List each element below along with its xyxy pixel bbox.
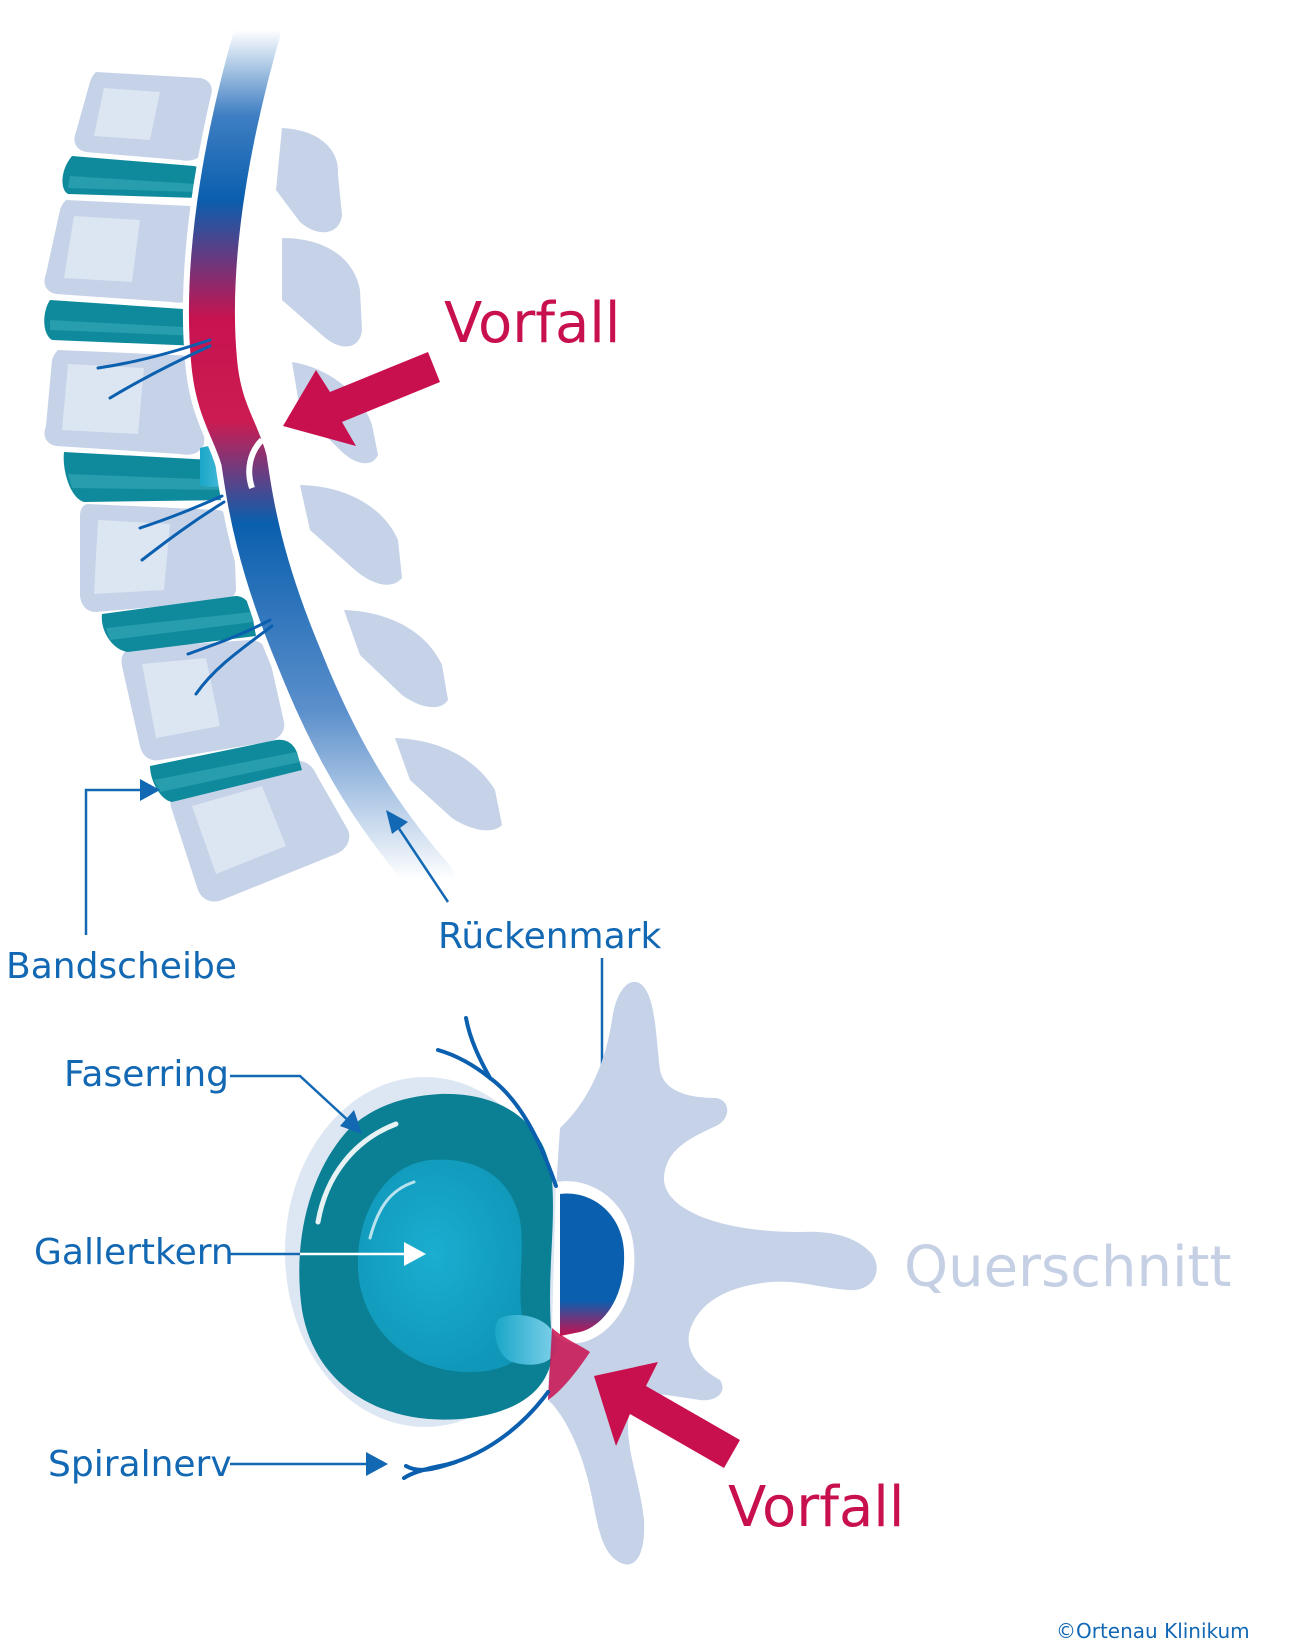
vorfall-label-top: Vorfall bbox=[444, 291, 620, 356]
spinal-cord bbox=[188, 7, 455, 903]
spiralnerv-pointer bbox=[230, 1452, 388, 1476]
nucleus-pulposus bbox=[357, 1159, 527, 1372]
vertebral-bodies bbox=[44, 72, 350, 902]
intervertebral-discs bbox=[44, 156, 302, 802]
faserring-label: Faserring bbox=[64, 1054, 229, 1095]
vorfall-arrow-bottom bbox=[594, 1362, 740, 1468]
vertebral-arch bbox=[548, 981, 877, 1565]
copyright-label: ©Ortenau Klinikum bbox=[1056, 1619, 1250, 1643]
rueckenmark-label: Rückenmark bbox=[438, 916, 661, 957]
gallertkern-label: Gallertkern bbox=[34, 1232, 234, 1273]
querschnitt-label: Querschnitt bbox=[904, 1235, 1231, 1300]
cross-section bbox=[285, 981, 877, 1565]
spinal-nerves bbox=[96, 338, 274, 696]
vorfall-label-bottom: Vorfall bbox=[728, 1475, 904, 1540]
spinal-cord-cross-fill bbox=[560, 1193, 625, 1336]
vorfall-arrow-top bbox=[283, 352, 440, 446]
bandscheibe-label: Bandscheibe bbox=[6, 946, 237, 987]
faserring-pointer bbox=[230, 1074, 362, 1134]
spine-side-view bbox=[44, 1, 502, 909]
cross-spinal-nerves bbox=[402, 1016, 558, 1480]
bandscheibe-pointer bbox=[84, 779, 160, 935]
gallertkern-pointer bbox=[230, 1242, 426, 1266]
disc-herniation-cross bbox=[495, 1314, 557, 1365]
spiralnerv-label: Spiralnerv bbox=[48, 1444, 232, 1485]
